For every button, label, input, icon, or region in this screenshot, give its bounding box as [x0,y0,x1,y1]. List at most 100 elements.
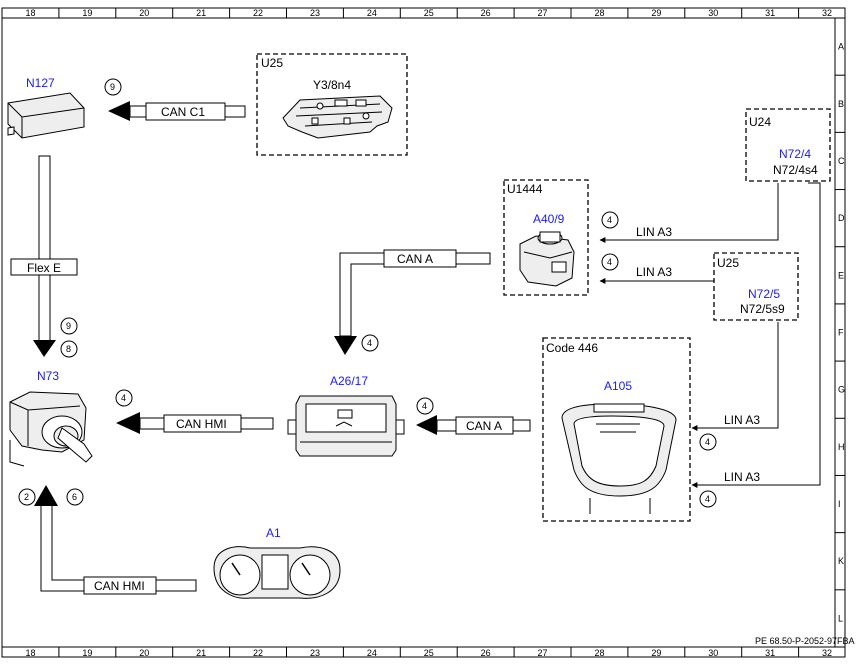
can-a-top-bus: CAN A 4 [334,249,491,355]
step-number: 4 [705,494,710,504]
a105-label: A105 [604,379,632,393]
column-number: 20 [139,648,149,658]
document-reference: PE 68.50-P-2052-97FBA [755,636,855,646]
can-a-mid-bus: CAN A 4 [416,397,531,435]
a40-9-component[interactable] [519,231,575,287]
row-letter: L [838,613,843,623]
step-number: 8 [66,344,71,354]
column-number: 19 [82,648,92,658]
can-hmi-mid-bus: CAN HMI 4 [115,389,274,434]
u25-top-group: U25 Y3/8n4 [256,53,408,156]
can-a-mid-label: CAN A [466,419,502,433]
n72-5-label[interactable]: N72/5 [748,287,780,301]
column-number: 30 [708,8,718,18]
lin-a3-1-label: LIN A3 [636,225,672,239]
column-number: 19 [82,8,92,18]
flex-e-bus: Flex E 9 8 [10,155,78,358]
lin-a3-line-2: LIN A3 4 [599,253,714,284]
y3-8n4-label: Y3/8n4 [313,78,351,92]
n73-label: N73 [37,369,59,383]
instrument-cluster-icon [213,546,341,599]
column-number: 26 [481,648,491,658]
a40-9-label: A40/9 [533,212,565,226]
n72-4-label[interactable]: N72/4 [779,147,811,161]
n72-4s4-label: N72/4s4 [773,163,818,177]
column-number: 25 [424,8,434,18]
column-number: 32 [822,648,832,658]
lin-a3-line-1: LIN A3 4 [599,183,779,243]
column-number: 31 [765,648,775,658]
step-number: 4 [367,338,372,348]
row-letter: B [838,99,844,109]
step-number: 4 [705,437,710,447]
can-hmi-mid-label: CAN HMI [176,417,227,431]
row-letter: H [838,442,845,452]
u1444-label: U1444 [507,182,543,196]
column-ruler-bottom: 18 19 20 21 22 23 24 25 26 27 28 29 30 31 32 [25,647,832,658]
column-number: 18 [25,648,35,658]
n73-component[interactable]: N73 [9,369,93,467]
u25-top-label: U25 [261,56,283,70]
step-number: 9 [110,82,115,92]
n127-component[interactable]: N127 [7,76,85,139]
n72-5s9-label: N72/5s9 [740,302,785,316]
step-number: 6 [72,492,77,502]
u25-mid-label: U25 [717,256,739,270]
a105-component[interactable] [561,403,677,514]
row-letter: F [838,328,844,338]
lin-a3-2-label: LIN A3 [636,265,672,279]
step-number: 4 [607,257,612,267]
a26-17-component[interactable]: A26/17 [287,374,405,457]
can-c1-label: CAN C1 [161,105,205,119]
step-number: 4 [121,393,126,403]
a26-17-label: A26/17 [330,374,368,388]
n127-label: N127 [26,76,55,90]
can-a-top-label: CAN A [397,252,433,266]
lin-a3-4-label: LIN A3 [724,470,760,484]
column-number: 23 [310,648,320,658]
step-number: 9 [66,321,71,331]
valve-body-icon [282,95,393,139]
row-letter: G [838,385,845,395]
column-number: 22 [253,648,263,658]
column-number: 28 [594,8,604,18]
column-number: 23 [310,8,320,18]
column-number: 20 [139,8,149,18]
step-number: 2 [24,492,29,502]
row-letter: D [838,213,845,223]
column-number: 25 [424,648,434,658]
column-number: 21 [196,648,206,658]
flex-e-label: Flex E [27,261,61,275]
column-number: 28 [594,648,604,658]
step-number: 4 [422,401,427,411]
column-number: 27 [538,8,548,18]
u24-group: U24 N72/4 N72/4s4 [745,108,831,182]
u24-label: U24 [749,115,771,129]
row-letter: I [838,499,841,509]
code446-group: Code 446 A105 [542,337,691,522]
ignition-switch-icon [9,391,93,467]
step-number: 4 [607,215,612,225]
a1-label: A1 [266,526,281,540]
row-letter: A [838,42,844,52]
u1444-group: U1444 A40/9 [503,179,589,296]
column-number: 29 [651,8,661,18]
lin-a3-line-4: LIN A3 4 [691,182,821,508]
column-number: 29 [651,648,661,658]
control-unit-icon [287,395,405,457]
row-letter: C [838,156,845,166]
column-number: 22 [253,8,263,18]
lin-a3-3-label: LIN A3 [724,413,760,427]
column-number: 30 [708,648,718,658]
column-number: 27 [538,648,548,658]
code446-label: Code 446 [546,341,598,355]
a1-component[interactable]: A1 [213,526,341,599]
column-number: 18 [25,8,35,18]
can-hmi-bottom-label: CAN HMI [94,579,145,593]
column-number: 26 [481,8,491,18]
column-number: 24 [367,648,377,658]
